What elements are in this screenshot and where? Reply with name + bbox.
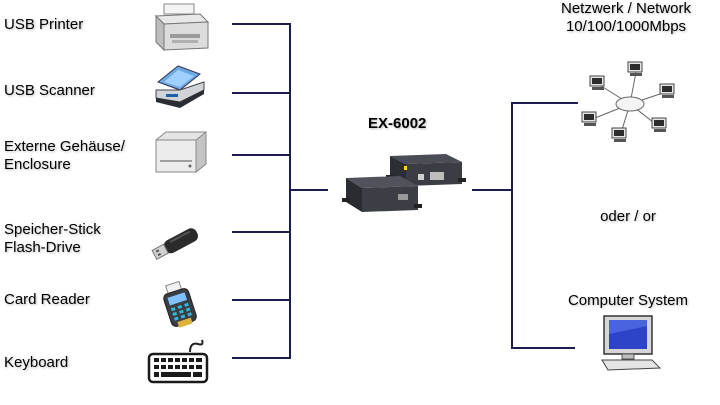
network-computers-icon: [581, 61, 675, 142]
network-label: Netzwerk / Network 10/100/1000Mbps: [560, 0, 692, 35]
usb-flash-drive-icon: [151, 228, 199, 260]
hard-drive-enclosure-icon: [155, 130, 207, 174]
usb-server-device-icon: [342, 154, 466, 212]
card-reader-icon: [163, 280, 197, 328]
computer-label: Computer System: [567, 292, 689, 309]
label-card-reader: Card Reader: [4, 291, 90, 308]
label-enclosure: Externe Gehäuse/ Enclosure: [4, 138, 125, 173]
label-flash-drive: Speicher-Stick Flash-Drive: [4, 221, 101, 256]
label-usb-printer: USB Printer: [4, 16, 84, 33]
device-title: EX-6002: [368, 115, 427, 132]
or-label: oder / or: [600, 208, 656, 225]
scanner-icon: [155, 65, 205, 108]
label-keyboard: Keyboard: [4, 354, 69, 371]
label-usb-scanner: USB Scanner: [4, 82, 95, 99]
computer-monitor-icon: [601, 315, 662, 371]
printer-icon: [154, 3, 210, 52]
keyboard-icon: [147, 339, 209, 384]
